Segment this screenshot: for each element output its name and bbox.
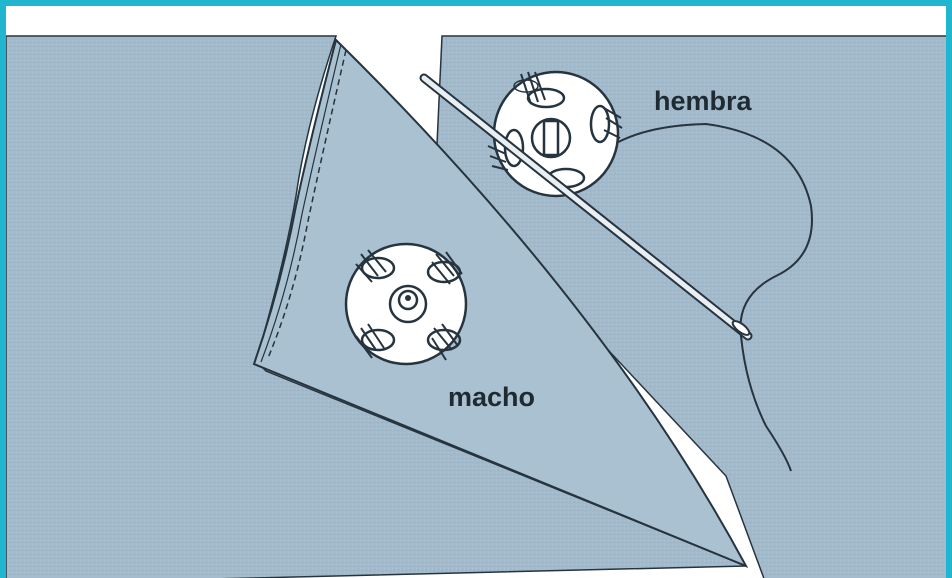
label-macho: macho xyxy=(448,382,535,412)
label-hembra: hembra xyxy=(654,86,753,116)
sewing-illustration: hembra macho xyxy=(6,6,952,578)
snap-fastener-male-icon xyxy=(346,244,466,364)
